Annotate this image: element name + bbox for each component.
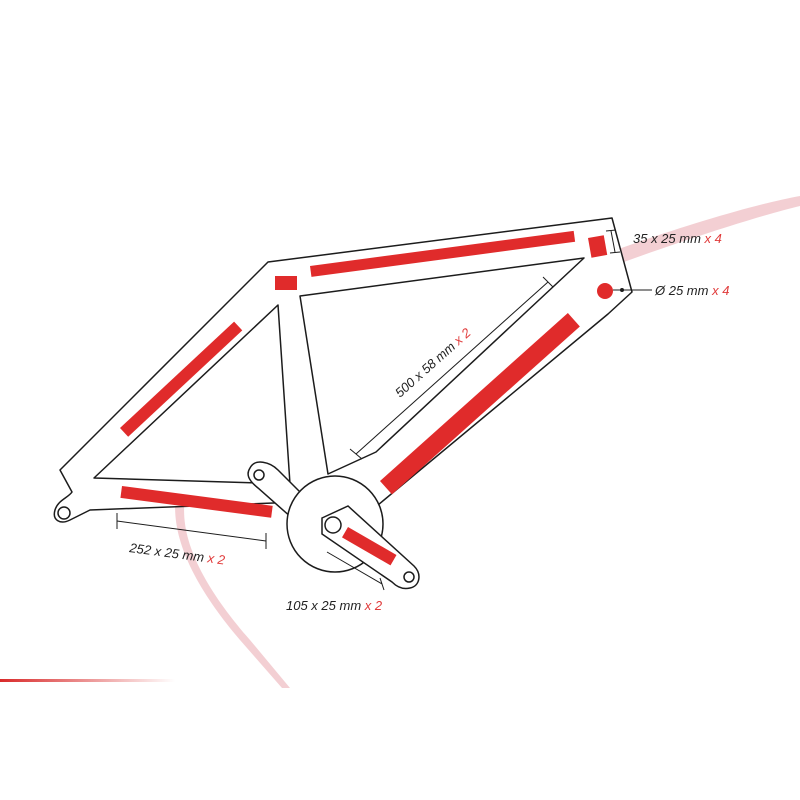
label-headtube-patch: 35 x 25 mm x 4 — [633, 231, 722, 246]
crank-spindle — [324, 516, 342, 534]
dimension-lines — [116, 229, 652, 591]
protector-round-dot — [597, 283, 613, 299]
frame-rear-triangle-cutout — [93, 304, 291, 485]
protector-downtube — [380, 313, 580, 495]
protector-seatstay — [120, 321, 243, 437]
label-crank-strip: 105 x 25 mm x 2 — [286, 598, 383, 613]
protector-pieces — [120, 230, 613, 566]
protector-headtube-patch — [588, 235, 608, 258]
rear-dropout-hole — [57, 506, 71, 520]
label-round-dot: Ø 25 mm x 4 — [654, 283, 729, 298]
protector-crank — [342, 527, 397, 566]
footer-accent-line — [0, 679, 175, 682]
protector-seat-cluster-patch — [275, 276, 297, 290]
dot-leader-end — [620, 288, 624, 292]
frame-front-triangle-cutout — [299, 257, 585, 475]
protector-toptube — [310, 230, 576, 277]
crank-pedal-hole-rear — [253, 469, 265, 481]
protector-chainstay — [120, 486, 273, 518]
label-chainstay-strip: 252 x 25 mm x 2 — [128, 540, 227, 568]
crank-pedal-hole-front — [403, 571, 415, 583]
